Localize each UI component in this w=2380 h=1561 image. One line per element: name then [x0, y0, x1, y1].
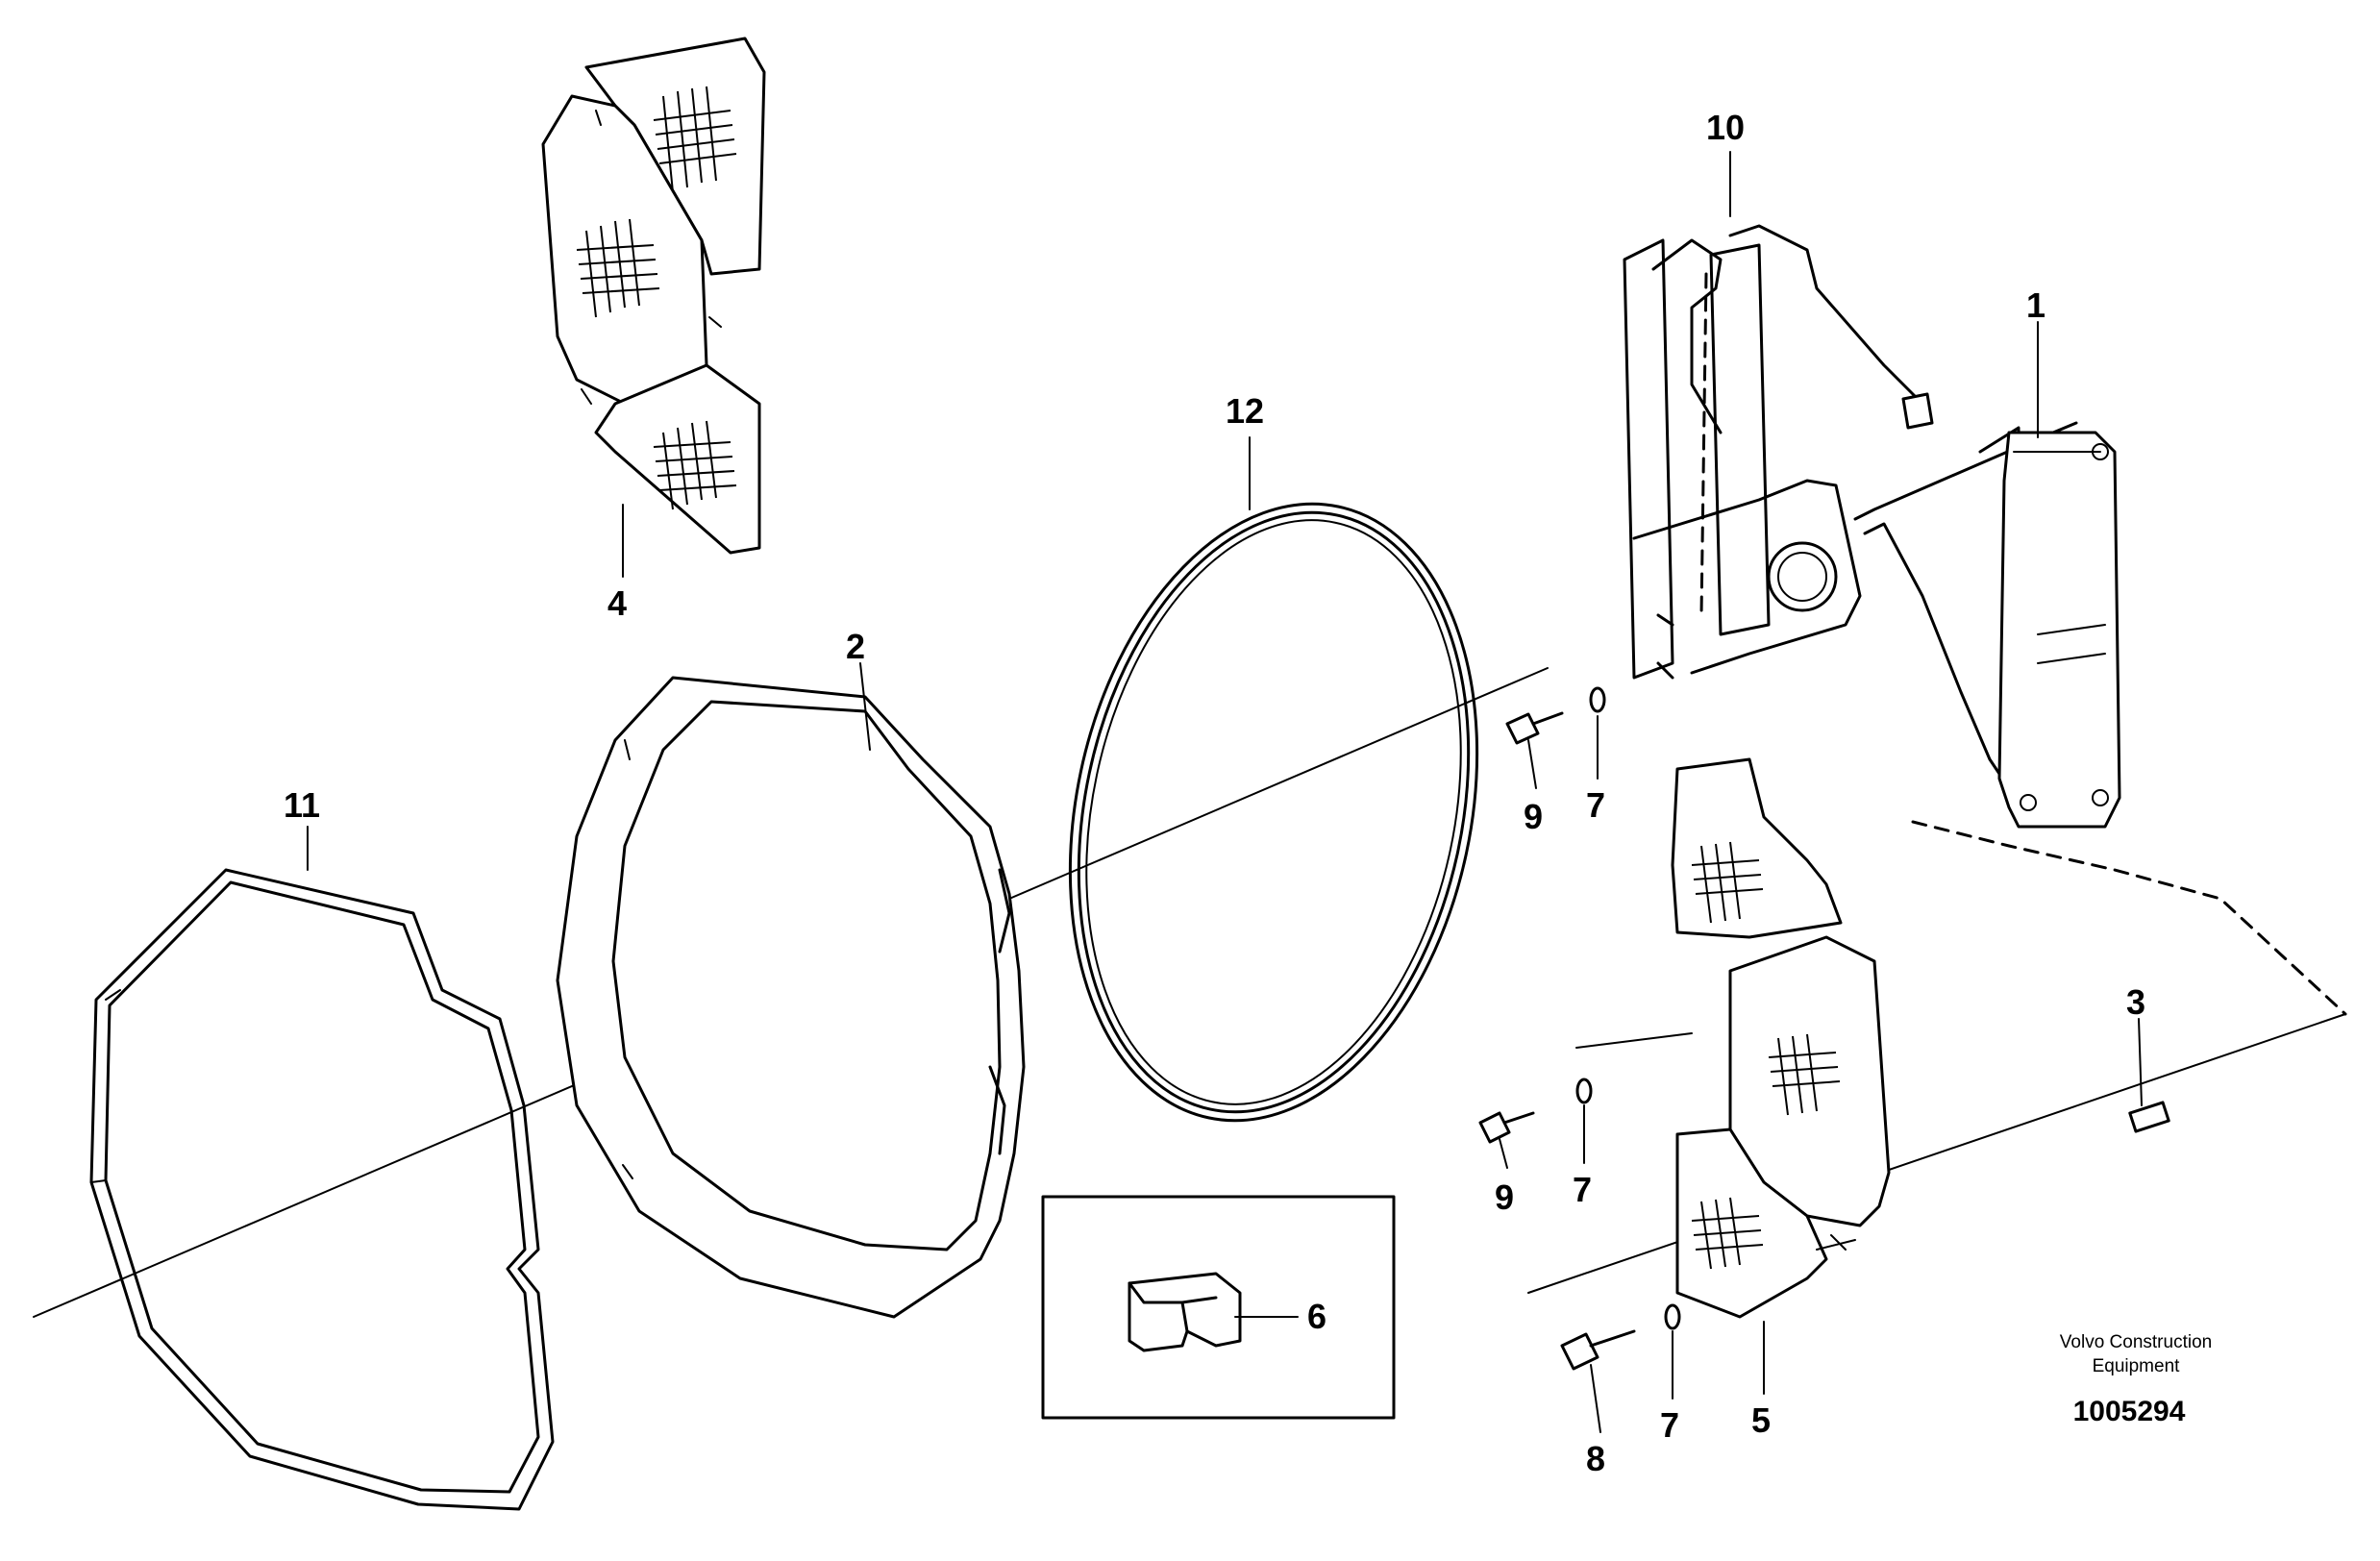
assembly-axis-line-mid: [1575, 1032, 1693, 1049]
part-1-fan-frame-bracket: [1623, 224, 2121, 829]
part-7-washer-upper: [1589, 686, 1606, 713]
callout-8: 8: [1586, 1439, 1605, 1478]
assembly-axis-line-lower: [1527, 1013, 2346, 1294]
part-5-lower-guard: [1671, 757, 1891, 1319]
part-2-fan-shroud: [556, 676, 1026, 1319]
callout-5: 5: [1751, 1400, 1771, 1440]
part-11-octagonal-ring: [89, 868, 555, 1511]
document-number: 1005294: [2073, 1396, 2186, 1427]
callout-6: 6: [1307, 1297, 1326, 1336]
part-7-washer-lower: [1664, 1303, 1681, 1330]
callout-9-upper: 9: [1524, 797, 1543, 836]
part-8-bolt: [1560, 1332, 1599, 1371]
callout-9-middle: 9: [1495, 1177, 1514, 1217]
callout-12: 12: [1226, 391, 1264, 431]
brand-line-2: Equipment: [2093, 1356, 2181, 1376]
hose-fitting: [2128, 1101, 2170, 1133]
callout-7-upper: 7: [1586, 785, 1605, 825]
part-4-upper-guard: [541, 37, 766, 555]
callout-7-lower: 7: [1660, 1405, 1679, 1445]
callout-11: 11: [284, 785, 320, 825]
fasteners: [1478, 686, 1681, 1371]
inset-box: [1041, 1195, 1396, 1420]
brand-line-1: Volvo Construction: [2060, 1332, 2212, 1352]
callout-4: 4: [607, 583, 627, 623]
callout-2: 2: [846, 627, 865, 666]
callout-3: 3: [2126, 982, 2145, 1022]
callout-10: 10: [1706, 108, 1745, 147]
part-6-clip: [1128, 1272, 1242, 1352]
part-12-ring: [1068, 502, 1479, 1123]
callout-1: 1: [2026, 285, 2045, 325]
part-3-hose: [1699, 272, 2347, 1133]
part-9-bolt-middle: [1478, 1111, 1511, 1144]
leader-lines: [307, 151, 2143, 1433]
part-9-bolt-upper: [1505, 712, 1540, 745]
callout-7-middle: 7: [1573, 1170, 1592, 1209]
part-7-washer-middle: [1575, 1078, 1593, 1104]
